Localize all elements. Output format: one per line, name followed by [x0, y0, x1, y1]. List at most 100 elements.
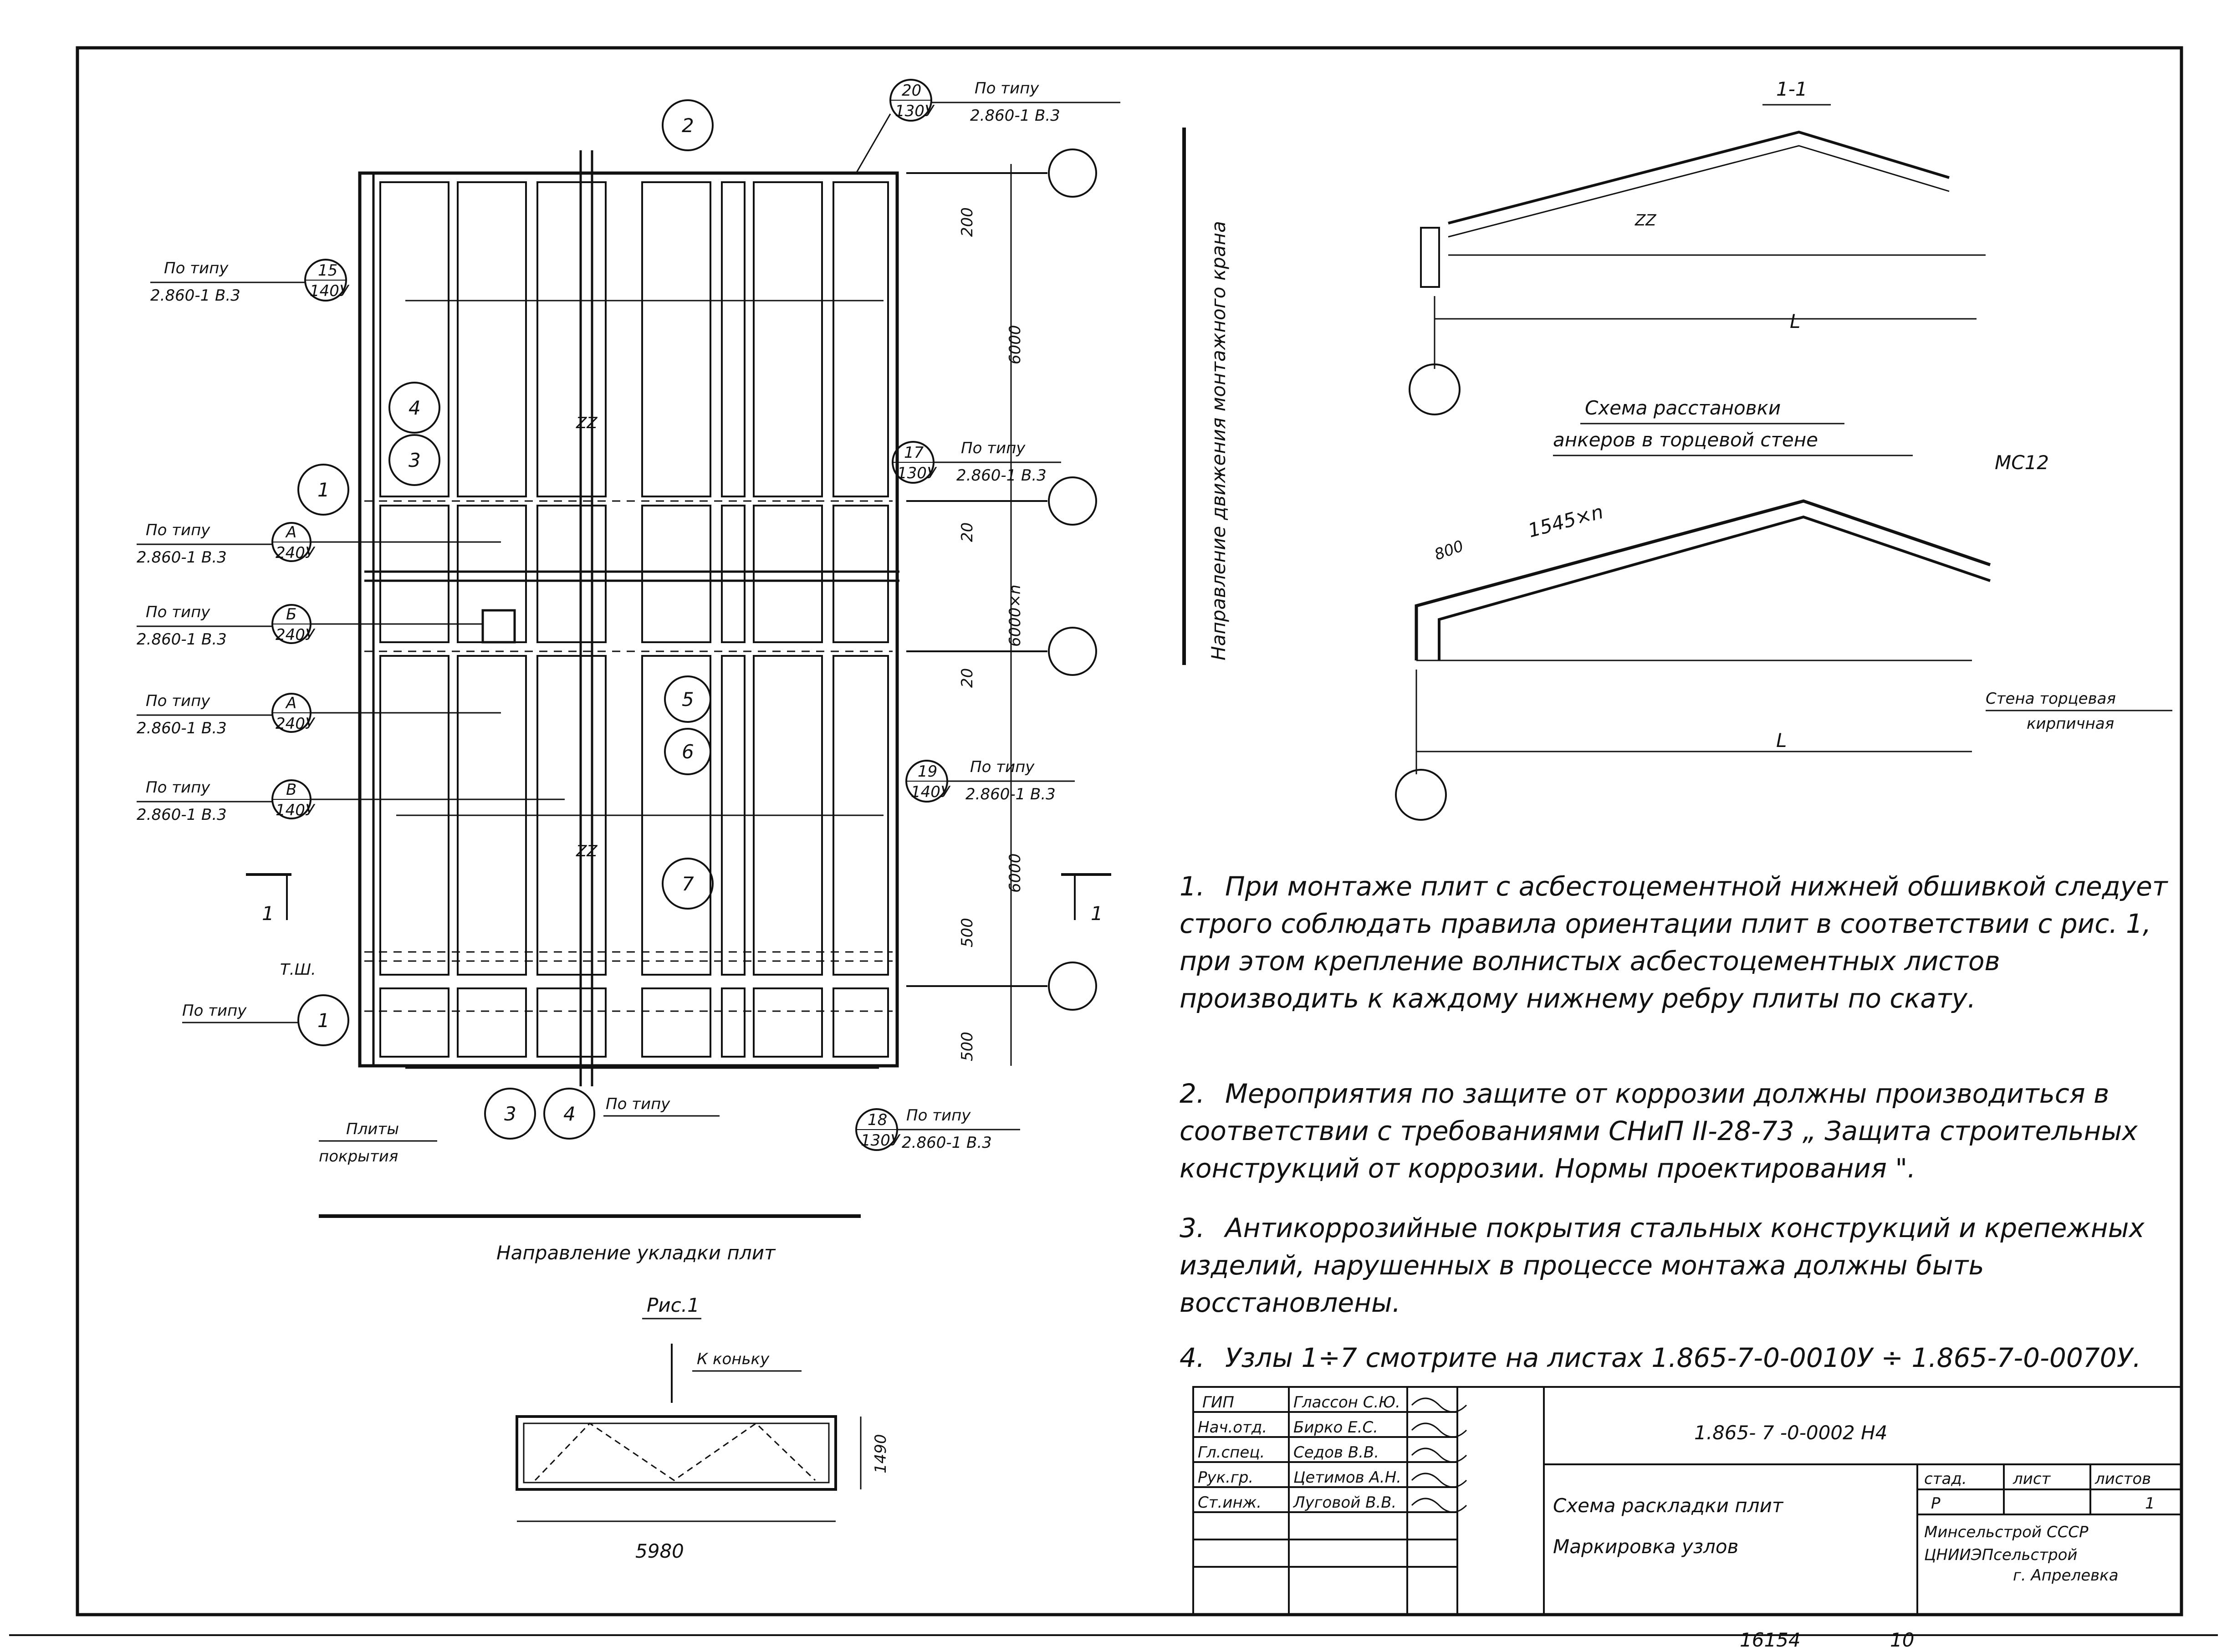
svg-text:2.860-1 В.3: 2.860-1 В.3: [137, 630, 227, 649]
stage-value: Р: [1931, 1494, 1941, 1513]
dimension-label: 20: [958, 522, 976, 542]
slab: [457, 181, 527, 497]
svg-text:По типу: По типу: [146, 521, 210, 539]
role-st-inzh: Ст.инж.: [1198, 1493, 1262, 1512]
svg-text:240У: 240У: [276, 715, 316, 733]
svg-text:По типу: По типу: [146, 603, 210, 621]
svg-text:130У: 130У: [895, 102, 935, 120]
callout-18: 18 130У По типу 2.860-1 В.3: [855, 1106, 1020, 1152]
node-label: 1: [317, 1009, 330, 1032]
note-4: 4.Узлы 1÷7 смотрите на листах 1.865-7-0-…: [1180, 1339, 2172, 1376]
section-title: 1-1: [1776, 78, 1808, 100]
organization: г. Апрелевка: [2013, 1566, 2119, 1585]
name-5: Луговой В.В.: [1292, 1493, 1396, 1512]
svg-text:По типу: По типу: [906, 1106, 971, 1125]
slab: [379, 181, 449, 497]
slab: [721, 505, 746, 643]
node-label: 3: [409, 449, 421, 471]
slab: [833, 181, 889, 497]
slab: [833, 505, 889, 643]
callout-17: 17 130У По типу 2.860-1 В.3: [892, 439, 1061, 485]
sheet-header: лист: [2012, 1470, 2051, 1488]
dimension-label: 6000: [1006, 325, 1024, 364]
dashed-lines: [364, 500, 893, 1012]
note-number: 1.: [1180, 871, 1205, 902]
callout-19: 19 140У По типу 2.860-1 В.3: [905, 758, 1075, 803]
svg-text:2.860-1 В.3: 2.860-1 В.3: [137, 806, 227, 824]
slab-grid: [379, 181, 889, 1058]
slab: [641, 181, 711, 497]
slab: [753, 987, 823, 1058]
slab: [641, 987, 711, 1058]
slab: [721, 181, 746, 497]
break-mark: ZZ: [576, 842, 598, 860]
dimension-label: 1545×n: [1526, 501, 1606, 542]
svg-text:130У: 130У: [897, 464, 937, 482]
role-gl-spec: Гл.спец.: [1198, 1443, 1265, 1462]
svg-text:В: В: [286, 781, 296, 799]
gable-wall: [1415, 499, 1991, 660]
sheet-frame: [76, 46, 2183, 1616]
svg-text:По типу: По типу: [975, 79, 1039, 97]
slab-height: 1490: [872, 1434, 890, 1473]
dimension-label: 6000: [1006, 853, 1024, 893]
span-label: L: [1776, 729, 1787, 752]
callout-B: Б 240У По типу 2.860-1 В.3: [137, 603, 483, 649]
svg-text:240У: 240У: [276, 626, 316, 644]
svg-text:2.860-1 В.3: 2.860-1 В.3: [956, 466, 1047, 485]
section-1-1: 1-1 ZZ L: [1409, 78, 1986, 415]
svg-text:2.860-1 В.3: 2.860-1 В.3: [970, 107, 1060, 125]
axis-bubbles: [906, 148, 1097, 1011]
type-label: По типу: [606, 1095, 670, 1113]
dimension-label: 500: [958, 918, 976, 947]
section-mark: 1: [262, 902, 274, 925]
anchor-scheme-title: Схема расстановки: [1585, 397, 1781, 419]
note-2: 2.Мероприятия по защите от коррозии долж…: [1180, 1075, 2172, 1187]
plan-outline: [358, 171, 899, 1068]
svg-text:19: 19: [918, 762, 937, 781]
callout-15: 15 140У По типу 2.860-1 В.3: [150, 259, 350, 305]
organization: ЦНИИЭПсельстрой: [1924, 1546, 2078, 1564]
wall-label: кирпичная: [2027, 715, 2114, 733]
name-1: Глассон С.Ю.: [1293, 1393, 1400, 1412]
role-nach-otd: Нач.отд.: [1198, 1418, 1267, 1437]
svg-text:2.860-1 В.3: 2.860-1 В.3: [137, 548, 227, 567]
dimension-label: 20: [958, 668, 976, 688]
roof-slope: [1448, 130, 1950, 225]
drawing-subtitle: Маркировка узлов: [1553, 1535, 1738, 1558]
node-label: 6: [682, 741, 694, 763]
inventory-number: 16154: [1740, 1629, 1801, 1651]
stage-header: стад.: [1924, 1470, 1967, 1488]
svg-text:2.860-1 В.3: 2.860-1 В.3: [150, 286, 240, 305]
slab: [536, 181, 607, 497]
note-number: 2.: [1180, 1078, 1205, 1109]
name-2: Бирко Е.С.: [1293, 1418, 1378, 1437]
note-number: 4.: [1180, 1342, 1205, 1373]
svg-text:15: 15: [318, 261, 337, 280]
svg-text:По типу: По типу: [164, 259, 229, 277]
drawing-title: Схема раскладки плит: [1553, 1494, 1784, 1517]
slab-label: покрытия: [319, 1147, 398, 1166]
slab: [379, 505, 449, 643]
node-label: 5: [682, 688, 694, 711]
note-text: Антикоррозийные покрытия стальных констр…: [1180, 1212, 2145, 1318]
svg-text:По типу: По типу: [146, 692, 210, 710]
svg-text:По типу: По типу: [146, 778, 210, 797]
note-3: 3.Антикоррозийные покрытия стальных конс…: [1180, 1209, 2172, 1321]
anchor-mark: МС12: [1995, 451, 2049, 474]
svg-text:А: А: [285, 523, 296, 542]
role-gip: ГИП: [1202, 1393, 1234, 1412]
svg-text:2.860-1 В.3: 2.860-1 В.3: [965, 785, 1056, 803]
note-text: При монтаже плит с асбестоцементной нижн…: [1180, 871, 2168, 1014]
roof-plan: 2 1 4 3 5 6 7 1 3 4 ZZ ZZ 200 6000 20 60…: [137, 79, 1230, 1264]
svg-text:А: А: [285, 694, 296, 712]
name-4: Цетимов А.Н.: [1293, 1468, 1401, 1487]
callout-A2: А 240У По типу 2.860-1 В.3: [137, 692, 501, 737]
dimension-label: 800: [1432, 537, 1466, 564]
anchor-scheme: Схема расстановки анкеров в торцевой сте…: [1395, 397, 2172, 821]
dimension-label: 6000×n: [1006, 584, 1024, 647]
sheets-value: 1: [2145, 1494, 2155, 1513]
callout-V: В 140У По типу 2.860-1 В.3: [137, 778, 565, 824]
slab: [379, 987, 449, 1058]
figure-1-title: Рис.1: [647, 1294, 700, 1316]
